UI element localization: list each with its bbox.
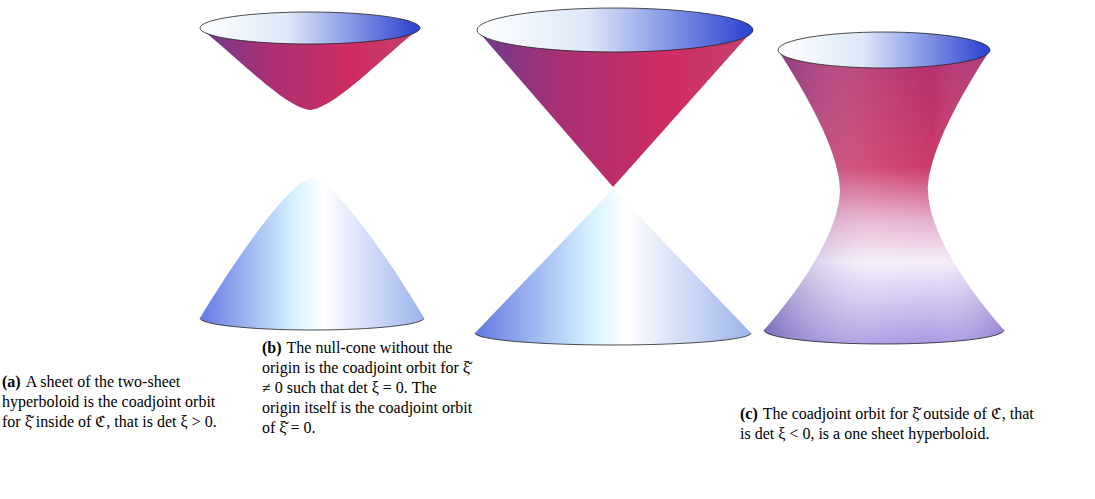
caption-text: The coadjoint orbit for ξ̌ outside of ℭ,… [740, 405, 1034, 442]
lower-rim [200, 318, 424, 330]
sub-caption: (a)A sheet of the two-sheet hyperboloid … [2, 372, 220, 432]
caption-text: A sheet of the two-sheet hyperboloid is … [2, 373, 217, 430]
upper-rim [200, 12, 420, 44]
upper-cone [477, 30, 753, 187]
caption-tag: (b) [262, 339, 282, 356]
caption-tag: (c) [740, 405, 758, 422]
lower-sheet [200, 178, 424, 330]
caption-text: The null-cone without the origin is the … [262, 339, 472, 436]
one-sheet-surface [764, 50, 1004, 344]
caption-tag: (a) [2, 373, 21, 390]
one-sheet-shading [764, 50, 1004, 344]
sub-caption: (c)The coadjoint orbit for ξ̌ outside of… [740, 404, 1042, 444]
lower-cone [475, 189, 751, 345]
lower-cone-rim [475, 333, 751, 345]
one-sheet-base [764, 330, 1004, 344]
one-sheet-rim [778, 32, 990, 68]
upper-cone-rim [477, 8, 753, 52]
sub-caption: (b)The null-cone without the origin is t… [262, 338, 476, 438]
